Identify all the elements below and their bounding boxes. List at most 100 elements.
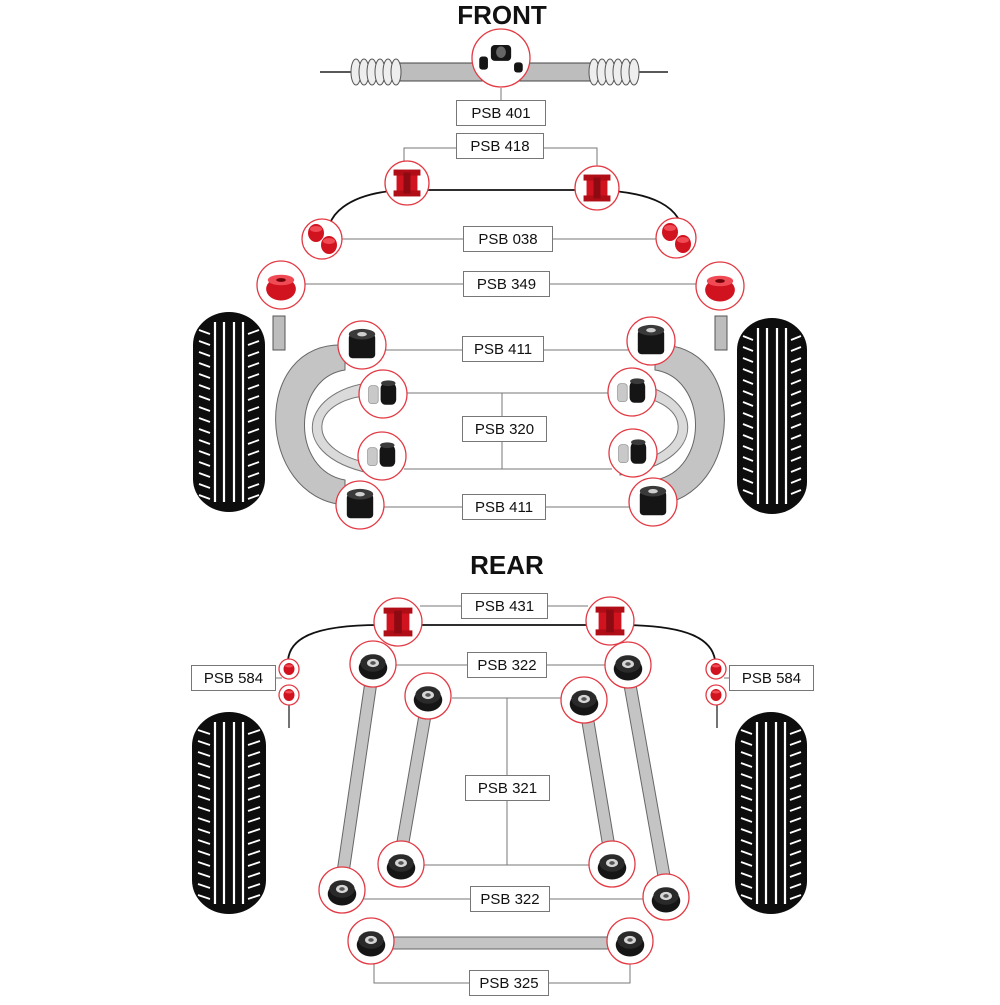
part-label-psb349[interactable]: PSB 349: [463, 271, 550, 297]
part-label-psb411-lower[interactable]: PSB 411: [462, 494, 546, 520]
tyre-tread: [789, 839, 802, 845]
bush-top: [285, 664, 293, 668]
tyre-tread: [247, 817, 261, 823]
tyre-tread: [247, 894, 261, 900]
tyre-tread: [790, 346, 802, 352]
tyre-tread: [198, 384, 211, 390]
part-label-psb322-upper[interactable]: PSB 322: [467, 652, 547, 678]
part-label-psb322-lower[interactable]: PSB 322: [470, 886, 550, 912]
psb411-right-lower-bush: [628, 477, 678, 527]
rack-boot-rib: [628, 58, 640, 86]
tyre-tread: [740, 795, 753, 801]
part-label-psb584-left[interactable]: PSB 584: [191, 665, 276, 691]
tyre-tread: [742, 379, 754, 385]
bush-body: [348, 334, 376, 359]
tyre-tread: [197, 872, 211, 878]
bush-bore: [609, 861, 615, 865]
psb431-left-bush: [373, 597, 423, 647]
bush-top: [285, 690, 293, 694]
tyre-tread: [740, 806, 753, 812]
tyre-tread: [198, 362, 211, 368]
psb321-left-lower-bush: [377, 840, 425, 888]
tyre-body: [193, 312, 265, 512]
tyre-tread: [740, 883, 753, 889]
part-label-psb401[interactable]: PSB 401: [456, 100, 546, 126]
bush-bore: [663, 894, 669, 898]
part-label-psb431[interactable]: PSB 431: [461, 593, 548, 619]
bush-top: [631, 439, 646, 446]
tyre-tread: [197, 861, 211, 867]
part-label-psb325[interactable]: PSB 325: [469, 970, 549, 996]
tyre-tread: [247, 828, 261, 834]
tyre-tread: [198, 351, 211, 357]
front-right-radius-arm: [619, 381, 689, 476]
tyre-tread: [742, 412, 754, 418]
tyre-tread: [790, 445, 802, 451]
tyre-tread: [247, 494, 260, 500]
tyre-tread: [790, 489, 802, 495]
bush-body: [630, 442, 647, 464]
tyre-tread: [197, 740, 211, 746]
tyre-tread: [247, 373, 260, 379]
tyre-tread: [247, 351, 260, 357]
psb321-right-upper-bush: [560, 676, 608, 724]
tyre-tread: [740, 817, 753, 823]
part-label-psb411-upper[interactable]: PSB 411: [462, 336, 544, 362]
tyre-tread: [247, 806, 261, 812]
tyre-tread: [197, 850, 211, 856]
tyre-tread: [789, 729, 802, 735]
bush-sleeve: [648, 489, 658, 494]
tyre-tread: [790, 478, 802, 484]
psb320-left-upper-bush: [358, 369, 408, 419]
tyre-tread: [742, 456, 754, 462]
bush-slot: [606, 609, 614, 633]
tyre-tread: [247, 751, 261, 757]
tyre-tread: [197, 828, 211, 834]
tyre-tread: [742, 423, 754, 429]
tyre-tread: [247, 850, 261, 856]
tyre-tread: [740, 784, 753, 790]
tyre-tread: [247, 762, 261, 768]
tyre-tread: [247, 784, 261, 790]
front-right-tyre: [737, 318, 807, 514]
tyre-tread: [247, 450, 260, 456]
psb320-right-upper-bush: [607, 367, 657, 417]
psb320-right-lower-bush: [608, 428, 658, 478]
part-label-psb038[interactable]: PSB 038: [463, 226, 553, 252]
bush-sleeve: [646, 328, 656, 333]
bush-body: [629, 381, 646, 403]
psb584-right-lower-bush: [705, 684, 727, 706]
part-label-psb321[interactable]: PSB 321: [465, 775, 550, 801]
front-left-tyre: [193, 312, 265, 512]
tyre-tread: [789, 861, 802, 867]
tyre-tread: [197, 839, 211, 845]
tyre-tread: [790, 390, 802, 396]
psb418-right-bush: [574, 165, 620, 211]
front-left-wishbone: [275, 344, 346, 506]
tyre-tread: [198, 461, 211, 467]
tyre-tread: [247, 740, 261, 746]
part-label-psb418[interactable]: PSB 418: [456, 133, 544, 159]
rear-right-inner-link: [578, 697, 618, 866]
rack-boot-rib: [390, 58, 402, 86]
rear-anti-roll-bar: [287, 624, 716, 661]
part-label-psb584-right[interactable]: PSB 584: [729, 665, 814, 691]
tyre-tread: [198, 406, 211, 412]
tyre-tread: [247, 773, 261, 779]
tyre-tread: [247, 428, 260, 434]
tyre-tread: [198, 417, 211, 423]
tyre-tread: [247, 861, 261, 867]
tyre-tread: [789, 828, 802, 834]
part-label-psb320[interactable]: PSB 320: [462, 416, 547, 442]
bush-sleeve: [368, 385, 379, 405]
tyre-tread: [247, 362, 260, 368]
tyre-tread: [740, 850, 753, 856]
tyre-tread: [789, 751, 802, 757]
bush-sleeve: [357, 332, 367, 337]
psb321-right-lower-bush: [588, 840, 636, 888]
bush-bore: [398, 861, 404, 865]
tyre-tread: [197, 883, 211, 889]
bush-body: [379, 445, 396, 467]
psb325-left-bush: [347, 917, 395, 965]
tyre-tread: [742, 335, 754, 341]
